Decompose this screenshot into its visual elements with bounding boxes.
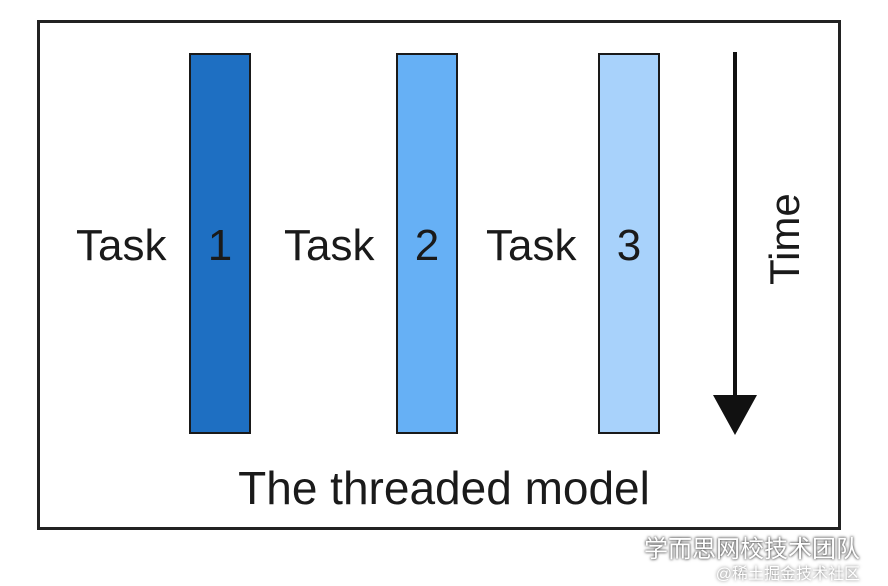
task-2-label: Task	[284, 221, 375, 270]
task-3-number: 3	[616, 221, 642, 270]
task-2-bar	[396, 53, 458, 434]
watermark: 学而思网校技术团队	[602, 529, 860, 564]
task-2-number: 2	[414, 221, 440, 270]
task-3-label: Task	[486, 221, 577, 270]
task-3-bar	[598, 53, 660, 434]
time-axis-label: Time	[761, 193, 808, 285]
task-1-bar	[189, 53, 251, 434]
wechat-icon	[602, 534, 636, 559]
time-arrow-icon	[713, 52, 757, 435]
diagram-caption: The threaded model	[238, 462, 650, 514]
task-1-number: 1	[207, 221, 233, 270]
watermark-text: 学而思网校技术团队	[644, 536, 860, 563]
watermark-sub-text: @稀土掘金技术社区	[715, 566, 860, 583]
task-1-label: Task	[76, 221, 167, 270]
